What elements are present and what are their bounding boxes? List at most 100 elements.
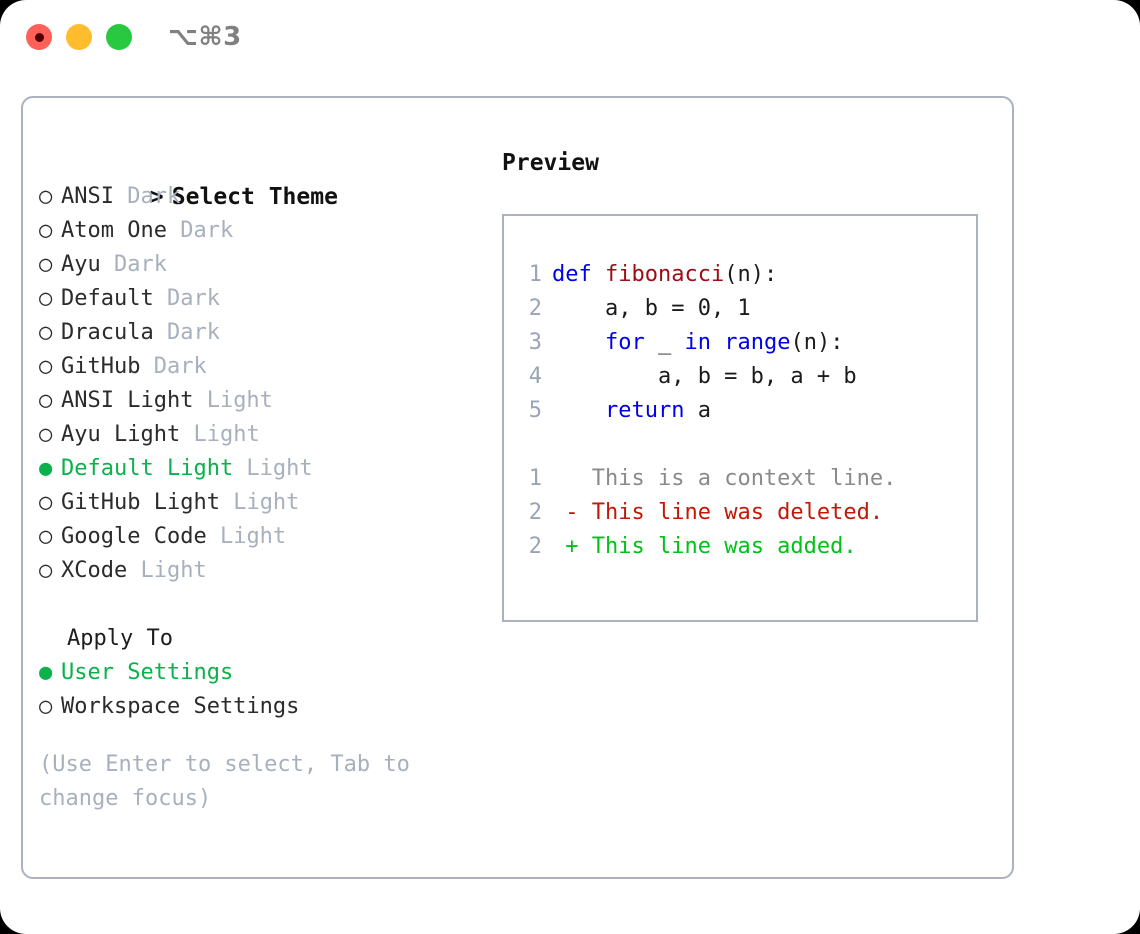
radio-unselected-icon: ○	[39, 558, 66, 583]
code-token: _	[644, 330, 685, 355]
theme-variant-badge: Dark	[140, 354, 207, 379]
code-line: 3 for _ in range(n):	[512, 326, 896, 360]
theme-variant-badge: Dark	[113, 184, 181, 209]
radio-unselected-icon: ○	[39, 490, 66, 515]
theme-list-item[interactable]: ○ Ayu Light Light	[39, 418, 479, 452]
theme-list-item[interactable]: ○ XCode Light	[39, 554, 479, 588]
theme-variant-badge: Dark	[153, 286, 220, 311]
minimize-icon[interactable]	[66, 24, 92, 50]
radio-selected-icon: ●	[39, 456, 66, 481]
theme-variant-badge: Light	[206, 524, 287, 549]
theme-selector-column: > Select Theme ○ ANSI Dark○ Atom One Dar…	[39, 146, 479, 816]
radio-unselected-icon: ○	[39, 252, 66, 277]
radio-unselected-icon: ○	[39, 388, 66, 413]
code-token	[552, 398, 605, 423]
code-token: return	[604, 398, 685, 423]
theme-list: ○ ANSI Dark○ Atom One Dark○ Ayu Dark○ De…	[39, 180, 479, 588]
line-number: 1	[528, 466, 542, 491]
line-number: 2	[528, 296, 542, 321]
theme-name: Google Code	[61, 524, 207, 549]
theme-variant-badge: Light	[180, 422, 260, 447]
code-line: 4 a, b = b, a + b	[512, 360, 896, 394]
diff-line: 2 - This line was deleted.	[512, 496, 896, 530]
code-token: def	[552, 262, 605, 287]
theme-list-item[interactable]: ○ Default Dark	[39, 282, 479, 316]
code-line: 5 return a	[512, 394, 896, 428]
diff-text: This is a context line.	[591, 466, 897, 491]
line-number: 5	[528, 398, 542, 423]
radio-unselected-icon: ○	[39, 422, 66, 447]
theme-list-item[interactable]: ○ GitHub Light Light	[39, 486, 479, 520]
code-token: in	[684, 330, 711, 355]
apply-to-list: ● User Settings○ Workspace Settings	[39, 656, 479, 724]
code-token: a, b = b, a + b	[552, 364, 857, 389]
diff-sample: 1 This is a context line.2 - This line w…	[512, 462, 897, 564]
radio-unselected-icon: ○	[39, 218, 66, 243]
code-token: fibonacci	[604, 262, 725, 287]
theme-list-item[interactable]: ○ Dracula Dark	[39, 316, 479, 350]
close-icon[interactable]	[26, 24, 52, 50]
radio-unselected-icon: ○	[39, 184, 66, 209]
theme-variant-badge: Light	[127, 558, 207, 583]
theme-name: GitHub	[61, 354, 141, 379]
main-panel: > Select Theme ○ ANSI Dark○ Atom One Dar…	[21, 96, 1014, 879]
radio-selected-icon: ●	[39, 660, 66, 685]
code-token: range	[724, 330, 791, 355]
diff-line: 2 + This line was added.	[512, 530, 896, 564]
radio-unselected-icon: ○	[39, 286, 66, 311]
apply-to-option[interactable]: ● User Settings	[39, 656, 479, 690]
diff-marker: +	[552, 534, 592, 559]
apply-to-option[interactable]: ○ Workspace Settings	[39, 690, 479, 724]
maximize-icon[interactable]	[106, 24, 132, 50]
code-token	[552, 330, 605, 355]
code-token: a	[684, 398, 711, 423]
diff-text: This line was deleted.	[591, 500, 884, 525]
code-token	[711, 330, 724, 355]
theme-list-item[interactable]: ○ Ayu Dark	[39, 248, 479, 282]
theme-list-item[interactable]: ● Default Light Light	[39, 452, 479, 486]
theme-list-item[interactable]: ○ Atom One Dark	[39, 214, 479, 248]
keyboard-shortcut-label: ⌥⌘3	[168, 22, 242, 52]
line-number: 2	[528, 534, 542, 559]
radio-unselected-icon: ○	[39, 694, 66, 719]
theme-list-item[interactable]: ○ GitHub Dark	[39, 350, 479, 384]
diff-marker: -	[552, 500, 592, 525]
theme-variant-badge: Dark	[153, 320, 220, 345]
theme-variant-badge: Light	[193, 388, 273, 413]
theme-list-item[interactable]: ○ ANSI Light Light	[39, 384, 479, 418]
code-token: a, b = 0, 1	[552, 296, 751, 321]
header-caret-icon: >	[149, 184, 178, 210]
code-gap	[512, 428, 896, 462]
apply-to-header: Apply To	[67, 626, 173, 651]
title-bar: ⌥⌘3	[0, 0, 1140, 76]
code-token: for	[604, 330, 645, 355]
theme-variant-badge: Dark	[100, 252, 167, 277]
theme-list-item[interactable]: ○ Google Code Light	[39, 520, 479, 554]
diff-text: This line was added.	[591, 534, 857, 559]
theme-list-item[interactable]: ○ ANSI Dark	[39, 180, 479, 214]
code-token: (n):	[790, 330, 844, 355]
line-number: 2	[528, 500, 542, 525]
diff-line: 1 This is a context line.	[512, 462, 897, 496]
diff-marker	[552, 466, 592, 491]
apply-to-label: Workspace Settings	[61, 694, 300, 719]
theme-name: Ayu	[61, 252, 101, 277]
code-token: (n):	[724, 262, 778, 287]
theme-name: XCode	[61, 558, 128, 583]
theme-name: Atom One	[61, 218, 167, 243]
page-title: Select Theme	[171, 184, 338, 210]
theme-name: ANSI	[61, 184, 114, 209]
theme-name: Default	[61, 286, 154, 311]
theme-variant-badge: Dark	[166, 218, 234, 243]
theme-name: ANSI Light	[61, 388, 194, 413]
theme-list-header: > Select Theme	[39, 146, 479, 210]
theme-name: Dracula	[61, 320, 154, 345]
line-number: 3	[528, 330, 542, 355]
theme-variant-badge: Light	[233, 456, 313, 481]
preview-title: Preview	[502, 150, 599, 176]
